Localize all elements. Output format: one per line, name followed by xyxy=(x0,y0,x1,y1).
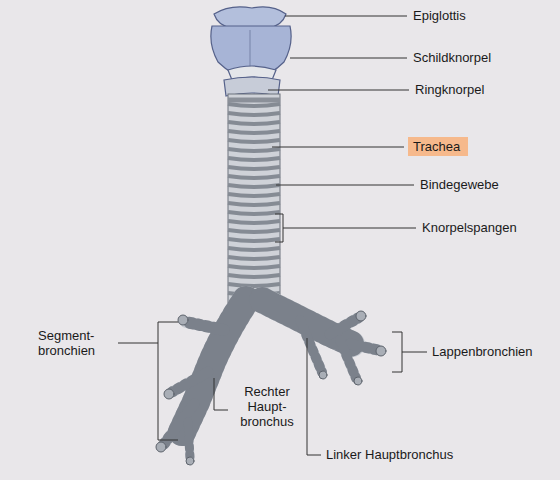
leader-lines xyxy=(118,16,427,455)
connective-tissue-label: Bindegewebe xyxy=(420,177,499,192)
left-main-bronchus-label: Linker Hauptbronchus xyxy=(326,447,453,462)
larynx xyxy=(211,7,291,96)
segment-bronchi-label: Segment- bronchien xyxy=(38,328,114,358)
node-text: Trachea xyxy=(413,139,460,154)
thyroid-cartilage-label: Schildknorpel xyxy=(413,50,491,65)
bronchi xyxy=(156,300,386,465)
cartilage-rings-label: Knorpelspangen xyxy=(422,220,517,235)
trachea-tube xyxy=(228,94,280,306)
cricoid-cartilage-label: Ringknorpel xyxy=(415,82,484,97)
highlight-box: Trachea xyxy=(408,137,468,156)
epiglottis-label: Epiglottis xyxy=(413,8,466,23)
right-main-bronchus-label: Rechter Haupt- bronchus xyxy=(232,384,302,429)
lobar-bronchi-label: Lappenbronchien xyxy=(432,344,532,359)
